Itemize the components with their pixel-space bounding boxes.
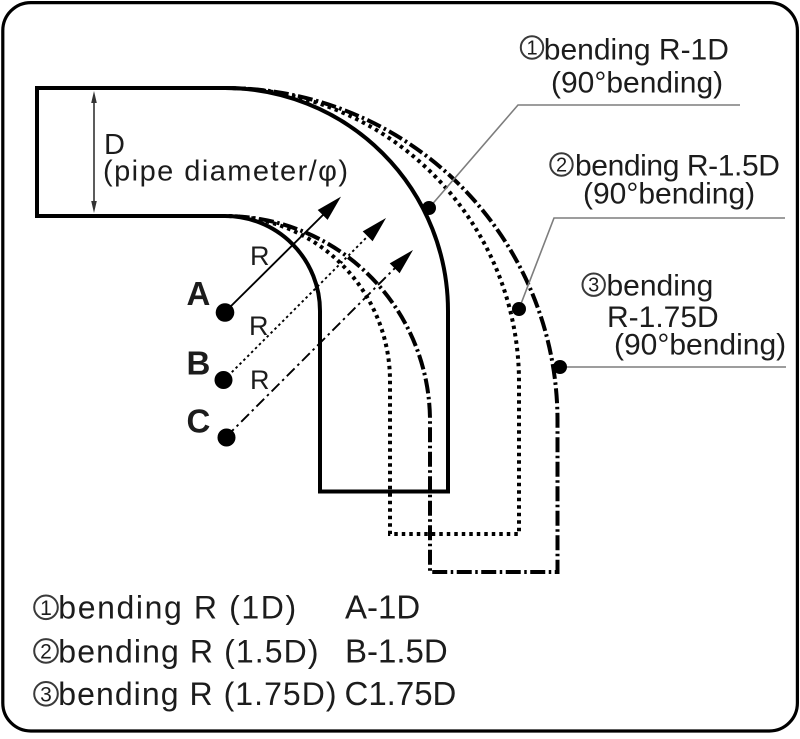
svg-text:bending: bending <box>607 269 714 302</box>
svg-text:A-1D: A-1D <box>345 589 420 626</box>
svg-text:1: 1 <box>40 597 52 620</box>
svg-text:R: R <box>250 241 270 271</box>
svg-text:C: C <box>187 403 211 440</box>
svg-text:bending R (1.5D): bending R (1.5D) <box>58 634 319 670</box>
svg-text:D: D <box>104 129 125 161</box>
svg-text:B-1.5D: B-1.5D <box>345 633 448 670</box>
svg-text:R: R <box>249 311 269 341</box>
svg-text:C1.75D: C1.75D <box>345 675 457 712</box>
svg-text:3: 3 <box>588 275 599 297</box>
svg-text:(pipe diameter/φ): (pipe diameter/φ) <box>103 156 350 188</box>
svg-text:bending R (1D): bending R (1D) <box>58 590 297 626</box>
svg-text:bending R-1.5D: bending R-1.5D <box>575 150 780 183</box>
svg-text:A: A <box>187 275 211 312</box>
svg-text:(90°bending): (90°bending) <box>614 328 786 361</box>
svg-text:B: B <box>187 344 211 381</box>
svg-text:2: 2 <box>556 155 567 177</box>
svg-text:3: 3 <box>40 683 52 706</box>
svg-text:R: R <box>250 365 270 395</box>
svg-text:bending R (1.75D): bending R (1.75D) <box>58 676 337 712</box>
svg-text:(90°bending): (90°bending) <box>551 67 723 100</box>
svg-text:bending R-1D: bending R-1D <box>544 33 729 66</box>
svg-text:(90°bending): (90°bending) <box>583 178 755 211</box>
svg-text:1: 1 <box>526 38 537 60</box>
svg-text:R-1.75D: R-1.75D <box>607 301 719 334</box>
svg-text:2: 2 <box>40 640 52 663</box>
